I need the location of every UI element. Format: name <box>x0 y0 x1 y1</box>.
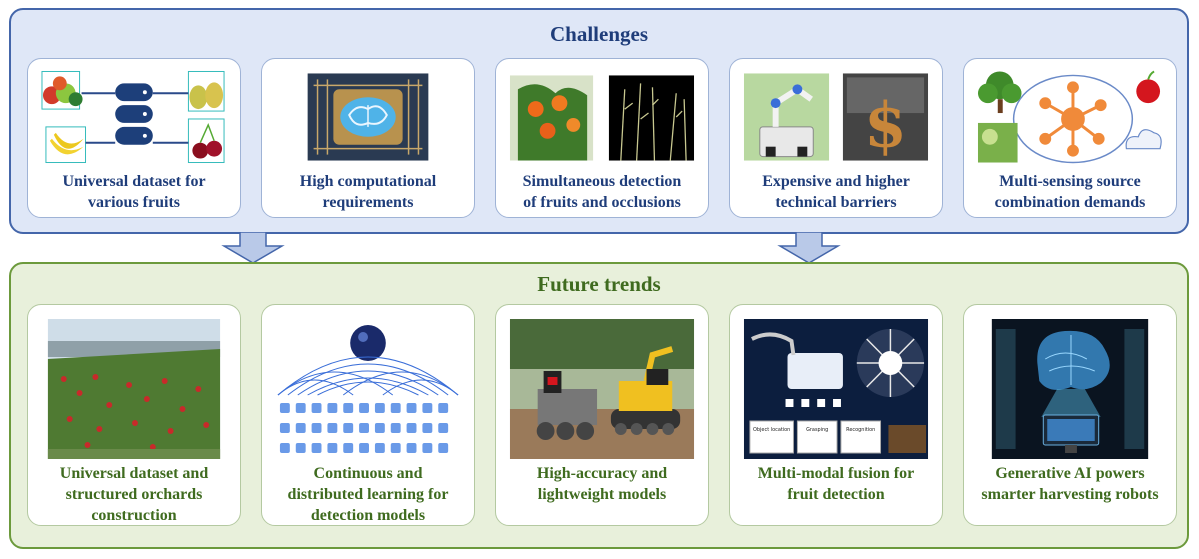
challenge-card-occlusion: Simultaneous detection of fruits and occ… <box>495 58 709 218</box>
trend-card-distributed-learning: Continuous and distributed learning for … <box>261 304 475 526</box>
challenge-card-barriers: $ Expensive and higher technical barrier… <box>729 58 943 218</box>
structured-orchard-icon <box>40 319 228 459</box>
card-label-line1: Multi-sensing source <box>999 173 1141 190</box>
harvest-robot-icon <box>508 319 696 459</box>
trend-card-structured-orchards: Universal dataset and structured orchard… <box>27 304 241 526</box>
trend-card-generative-ai: Generative AI powers smarter harvesting … <box>963 304 1177 526</box>
card-label-line2: distributed learning for <box>287 486 449 503</box>
card-label-line2: combination demands <box>994 194 1146 211</box>
generative-ai-brain-icon <box>976 319 1164 459</box>
card-label-line2: fruit detection <box>787 486 885 503</box>
fusion-label-grasping: Grasping <box>806 427 828 433</box>
brain-chip-icon <box>274 69 462 165</box>
trend-card-multimodal-fusion: Object location Grasping Recognition Mul… <box>729 304 943 526</box>
card-label-line2: smarter harvesting robots <box>981 486 1159 503</box>
challenge-card-multisensing: Multi-sensing source combination demands <box>963 58 1177 218</box>
future-trends-title: Future trends <box>537 272 661 296</box>
card-label-line1: High computational <box>299 173 437 190</box>
card-label-line1: Universal dataset for <box>62 173 206 190</box>
future-trends-panel: Future trends Universal dataset and stru… <box>9 262 1189 549</box>
robot-arm-dollar-icon: $ <box>742 69 930 165</box>
card-label-line1: Multi-modal fusion for <box>757 465 915 482</box>
card-label-line2: requirements <box>322 194 414 211</box>
trend-card-lightweight-models: High-accuracy and lightweight models <box>495 304 709 526</box>
card-label-line1: Generative AI powers <box>995 465 1145 482</box>
orchard-occlusion-icon <box>508 69 696 165</box>
card-label-line1: Universal dataset and <box>59 465 209 482</box>
card-label-line3: construction <box>91 507 177 524</box>
down-arrow-icon <box>221 232 285 264</box>
distributed-network-icon <box>274 319 462 459</box>
card-label-line2: structured orchards <box>65 486 203 503</box>
down-arrow-icon <box>777 232 841 264</box>
card-label-line2: lightweight models <box>537 486 667 503</box>
svg-text:$: $ <box>864 90 907 162</box>
card-label-line1: High-accuracy and <box>536 465 668 482</box>
card-label-line2: technical barriers <box>775 194 897 211</box>
multimodal-fusion-icon: Object location Grasping Recognition <box>742 319 930 459</box>
card-label-line2: of fruits and occlusions <box>523 194 681 211</box>
fruit-dataset-icon <box>40 69 228 165</box>
card-label-line3: detection models <box>310 507 426 524</box>
card-label-line1: Continuous and <box>313 465 423 482</box>
card-label-line2: various fruits <box>88 194 180 211</box>
challenges-title: Challenges <box>549 22 648 46</box>
card-label-line1: Expensive and higher <box>762 173 910 190</box>
challenge-card-universal-dataset: Universal dataset for various fruits <box>27 58 241 218</box>
multi-sensor-network-icon <box>976 69 1164 165</box>
fusion-label-recognition: Recognition <box>846 427 875 433</box>
challenge-card-computational: High computational requirements <box>261 58 475 218</box>
fusion-label-object-location: Object location <box>753 427 790 433</box>
challenges-panel: Challenges <box>9 8 1189 234</box>
card-label-line1: Simultaneous detection <box>522 173 682 190</box>
